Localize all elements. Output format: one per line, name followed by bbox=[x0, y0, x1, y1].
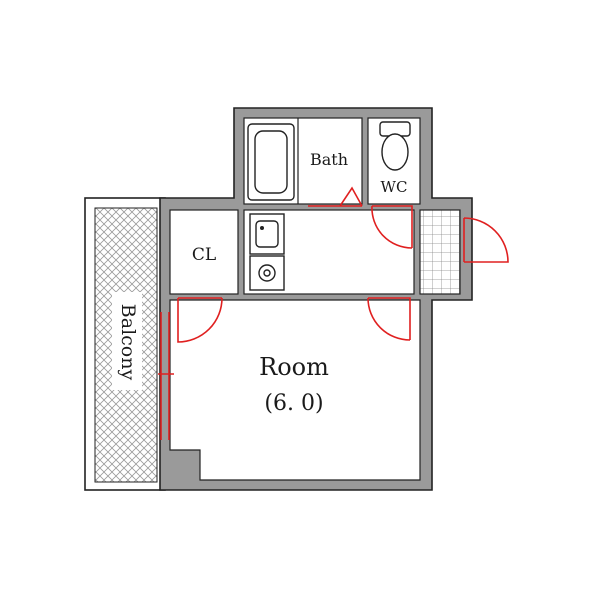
balcony-window bbox=[158, 312, 174, 440]
entrance-tile bbox=[419, 209, 461, 295]
room-label: Room bbox=[259, 353, 329, 381]
wc-label: WC bbox=[381, 178, 408, 196]
entry-door bbox=[463, 217, 509, 263]
bath-door bbox=[308, 186, 363, 207]
balcony: Balcony bbox=[84, 197, 166, 491]
bathtub bbox=[247, 123, 295, 201]
room-size-label: (6. 0) bbox=[264, 391, 323, 416]
room-door bbox=[177, 297, 223, 343]
toilet-icon bbox=[379, 121, 411, 171]
closet-label: CL bbox=[192, 245, 216, 265]
sink-icon bbox=[249, 213, 285, 255]
bath-label: Bath bbox=[310, 150, 348, 169]
doors bbox=[158, 186, 509, 440]
stove-icon bbox=[249, 255, 285, 291]
balcony-label: Balcony bbox=[117, 304, 139, 381]
kitchen-door bbox=[367, 297, 411, 341]
closet-room bbox=[169, 209, 239, 295]
main-room bbox=[169, 299, 421, 481]
rooms-layer bbox=[169, 117, 461, 481]
wc-door bbox=[371, 205, 413, 249]
